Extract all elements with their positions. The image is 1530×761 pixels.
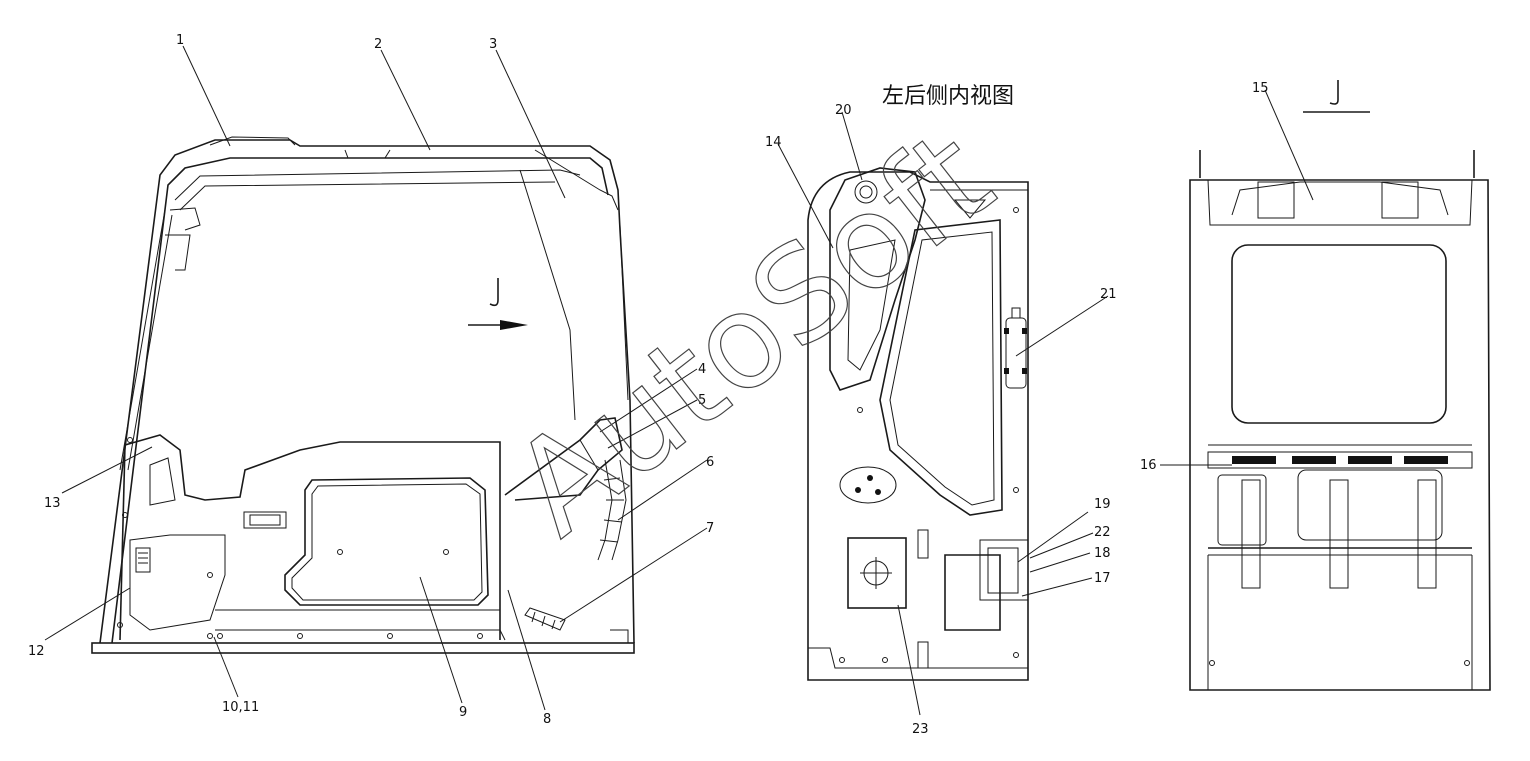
callout-10-11: 10,11 [222, 700, 259, 715]
view-title: 左后侧内视图 [882, 84, 1014, 109]
callout-8: 8 [543, 712, 551, 727]
callout-21: 21 [1100, 287, 1117, 302]
callout-12: 12 [28, 644, 45, 659]
callout-13: 13 [44, 496, 61, 511]
callout-9: 9 [459, 705, 467, 720]
j-view [1189, 80, 1491, 691]
callout-1: 1 [176, 33, 184, 48]
callout-22: 22 [1094, 525, 1111, 540]
callout-19: 19 [1094, 497, 1111, 512]
left-rear-interior-view [807, 167, 1029, 681]
view-marker-text: J [1329, 91, 1331, 93]
callout-3: 3 [489, 37, 497, 52]
callout-5: 5 [698, 393, 706, 408]
callout-20: 20 [835, 103, 852, 118]
callout-14: 14 [765, 135, 782, 150]
callout-2: 2 [374, 37, 382, 52]
callout-7: 7 [706, 521, 714, 536]
callout-6: 6 [706, 455, 714, 470]
callout-17: 17 [1094, 571, 1111, 586]
callout-23: 23 [912, 722, 929, 737]
leader-lines [44, 45, 1314, 716]
callout-4: 4 [698, 362, 706, 377]
callout-15: 15 [1252, 81, 1269, 96]
cab-side-view [91, 136, 635, 654]
callout-18: 18 [1094, 546, 1111, 561]
callout-16: 16 [1140, 458, 1157, 473]
